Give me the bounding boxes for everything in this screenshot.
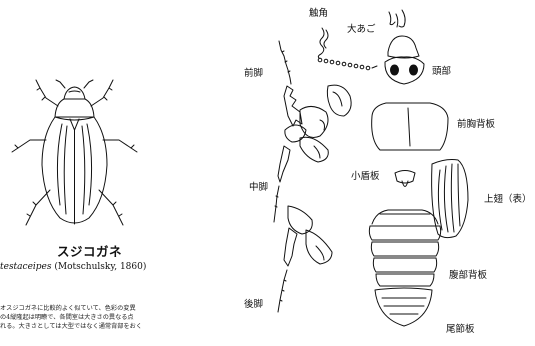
label-elytron: 上翅（表） (484, 194, 532, 205)
pronotum-part (372, 103, 448, 150)
head-part (385, 36, 424, 84)
label-hindleg: 後脚 (244, 299, 263, 310)
description-line: れる。大きさとしては大型ではなく通常背部をおく (0, 322, 238, 331)
whole-beetle-illustration (12, 80, 137, 225)
species-scientific-name: testaceipes (Motschulsky, 1860) (0, 262, 146, 272)
foreleg-part (279, 41, 351, 138)
label-pygidium: 尾節板 (446, 324, 475, 335)
label-midleg: 中脚 (249, 182, 268, 193)
scutellum-part (395, 171, 415, 187)
species-authority: (Motschulsky, 1860) (54, 262, 146, 272)
midleg-part (274, 125, 328, 222)
label-foreleg: 前脚 (244, 68, 263, 79)
label-abdominal-tergites: 腹部背板 (449, 270, 487, 281)
label-pronotum: 前胸背板 (457, 119, 495, 130)
species-description: オスジコガネに比較的よく似ていて、色彩の変異 の4縦隆起は明瞭で、各間室は大きさ… (0, 304, 238, 332)
species-common-name: スジコガネ (57, 241, 122, 260)
label-scutellum: 小盾板 (351, 171, 380, 182)
mandible-part (389, 10, 405, 27)
pygidium-part (375, 288, 432, 326)
label-mandible: 大あご (347, 24, 376, 35)
abdomen-part (369, 210, 440, 286)
label-head: 頭部 (432, 66, 451, 77)
species-epithet: testaceipes (0, 262, 52, 272)
hindleg-part (278, 206, 332, 312)
label-antenna: 触角 (309, 8, 328, 19)
description-line: の4縦隆起は明瞭で、各間室は大きさの異なる点 (0, 313, 238, 322)
description-line: オスジコガネに比較的よく似ていて、色彩の変異 (0, 304, 238, 313)
